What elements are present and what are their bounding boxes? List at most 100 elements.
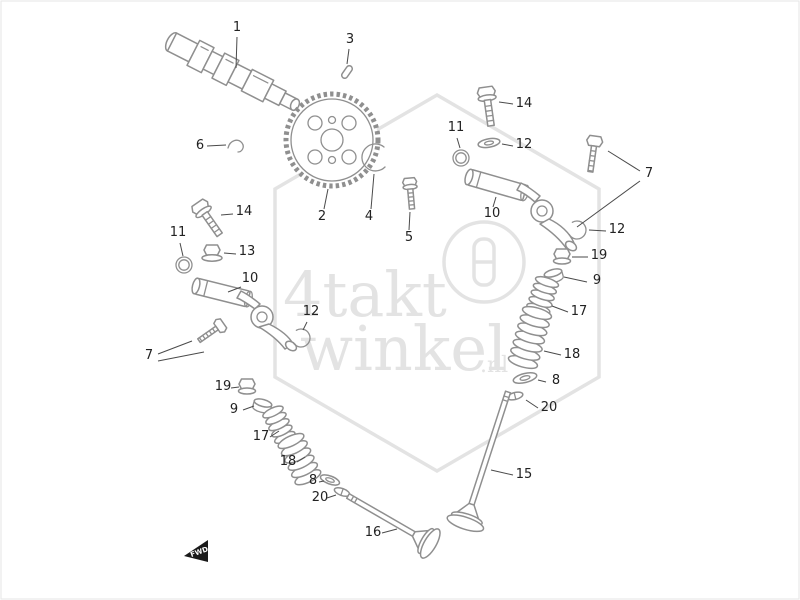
leader-line bbox=[498, 101, 514, 105]
leader-line bbox=[157, 340, 193, 355]
leader-line bbox=[490, 469, 514, 476]
leader-line bbox=[543, 350, 562, 356]
rocker-arm-right bbox=[516, 182, 578, 252]
o-ring-left bbox=[175, 256, 193, 274]
callout-19: 19 bbox=[591, 248, 608, 263]
circlip-right bbox=[567, 220, 587, 240]
adjuster-screw-left bbox=[196, 318, 228, 344]
watermark-hexagon bbox=[273, 92, 601, 474]
callout-12: 12 bbox=[516, 137, 533, 152]
cam-retainer-plate bbox=[361, 143, 386, 172]
callout-18: 18 bbox=[564, 347, 581, 362]
leader-line bbox=[220, 213, 234, 216]
callout-15: 15 bbox=[516, 467, 533, 482]
callout-7: 7 bbox=[645, 166, 653, 181]
watermark-word2: winkel bbox=[300, 312, 507, 385]
rocker-bolt-left bbox=[191, 198, 224, 238]
callout-17: 17 bbox=[253, 429, 270, 444]
callout-9: 9 bbox=[593, 273, 601, 288]
watermark-circle bbox=[442, 220, 526, 304]
camshaft bbox=[164, 32, 301, 112]
adjuster-screw-right bbox=[586, 134, 604, 173]
callout-13: 13 bbox=[239, 244, 256, 259]
leader-line bbox=[370, 173, 375, 210]
callout-3: 3 bbox=[346, 32, 354, 47]
cam-clip bbox=[227, 139, 244, 153]
valve-left bbox=[345, 492, 441, 559]
callout-7: 7 bbox=[145, 348, 153, 363]
leader-line bbox=[206, 144, 227, 147]
leader-line bbox=[346, 48, 350, 65]
valve-spring-outer-right bbox=[507, 305, 553, 370]
valve-right bbox=[446, 390, 512, 533]
watermark-suffix: .nl bbox=[480, 353, 508, 378]
callout-1: 1 bbox=[233, 20, 241, 35]
callout-11: 11 bbox=[170, 225, 187, 240]
callout-8: 8 bbox=[309, 473, 317, 488]
callout-20: 20 bbox=[312, 490, 329, 505]
spring-seat-lower-right bbox=[512, 372, 538, 384]
leader-line bbox=[588, 229, 607, 232]
callout-8: 8 bbox=[552, 373, 560, 388]
leader-line bbox=[456, 137, 461, 149]
leader-line bbox=[408, 211, 411, 231]
leader-line bbox=[326, 494, 337, 499]
callout-11: 11 bbox=[448, 120, 465, 135]
leader-line bbox=[269, 430, 280, 438]
leader-line bbox=[607, 150, 641, 172]
rocker-shaft-right bbox=[464, 168, 530, 202]
leader-line bbox=[157, 351, 205, 362]
leader-line bbox=[302, 321, 308, 331]
callout-12: 12 bbox=[609, 222, 626, 237]
leader-line bbox=[501, 143, 514, 147]
tappet-nut-left bbox=[237, 378, 257, 395]
callout-12: 12 bbox=[303, 304, 320, 319]
callout-10: 10 bbox=[242, 271, 259, 286]
leader-line bbox=[230, 386, 240, 389]
callout-17: 17 bbox=[571, 304, 588, 319]
circlip-left bbox=[291, 328, 311, 348]
leader-line bbox=[227, 286, 242, 293]
nut-washer-left bbox=[201, 244, 223, 262]
callout-14: 14 bbox=[516, 96, 533, 111]
leader-line bbox=[551, 305, 569, 313]
leader-line bbox=[242, 405, 255, 411]
callout-6: 6 bbox=[196, 138, 204, 153]
watermark: 4takt winkel .nl bbox=[273, 92, 601, 474]
parts-layer bbox=[164, 32, 604, 559]
callout-19: 19 bbox=[215, 379, 232, 394]
callout-10: 10 bbox=[484, 206, 501, 221]
leader-line bbox=[223, 252, 237, 255]
rocker-arm-left bbox=[236, 290, 298, 352]
leader-line bbox=[381, 528, 398, 534]
spring-seat-lower-left bbox=[319, 474, 341, 486]
spring-seat-upper-left bbox=[252, 398, 273, 414]
leader-line bbox=[323, 188, 329, 210]
leader-line bbox=[235, 36, 238, 69]
rocker-bolt-right bbox=[476, 85, 497, 127]
callout-2: 2 bbox=[318, 209, 326, 224]
leader-line bbox=[563, 276, 588, 283]
sprocket-bolt bbox=[401, 176, 418, 210]
leader-line bbox=[318, 480, 325, 483]
leader-line bbox=[576, 180, 641, 228]
fwd-marker: FWD bbox=[184, 540, 209, 562]
callout-16: 16 bbox=[365, 525, 382, 540]
washer-right bbox=[477, 137, 501, 149]
leader-line bbox=[492, 196, 497, 208]
dowel-pin bbox=[340, 64, 354, 80]
fwd-arrow-icon bbox=[184, 540, 208, 562]
callout-18: 18 bbox=[280, 454, 297, 469]
cam-sprocket bbox=[283, 91, 381, 189]
callout-5: 5 bbox=[405, 230, 413, 245]
leader-line bbox=[179, 242, 184, 257]
leader-line bbox=[525, 399, 539, 409]
callout-20: 20 bbox=[541, 400, 558, 415]
callout-14: 14 bbox=[236, 204, 253, 219]
watermark-word1: 4takt bbox=[283, 258, 447, 331]
tappet-nut-right bbox=[552, 248, 572, 265]
